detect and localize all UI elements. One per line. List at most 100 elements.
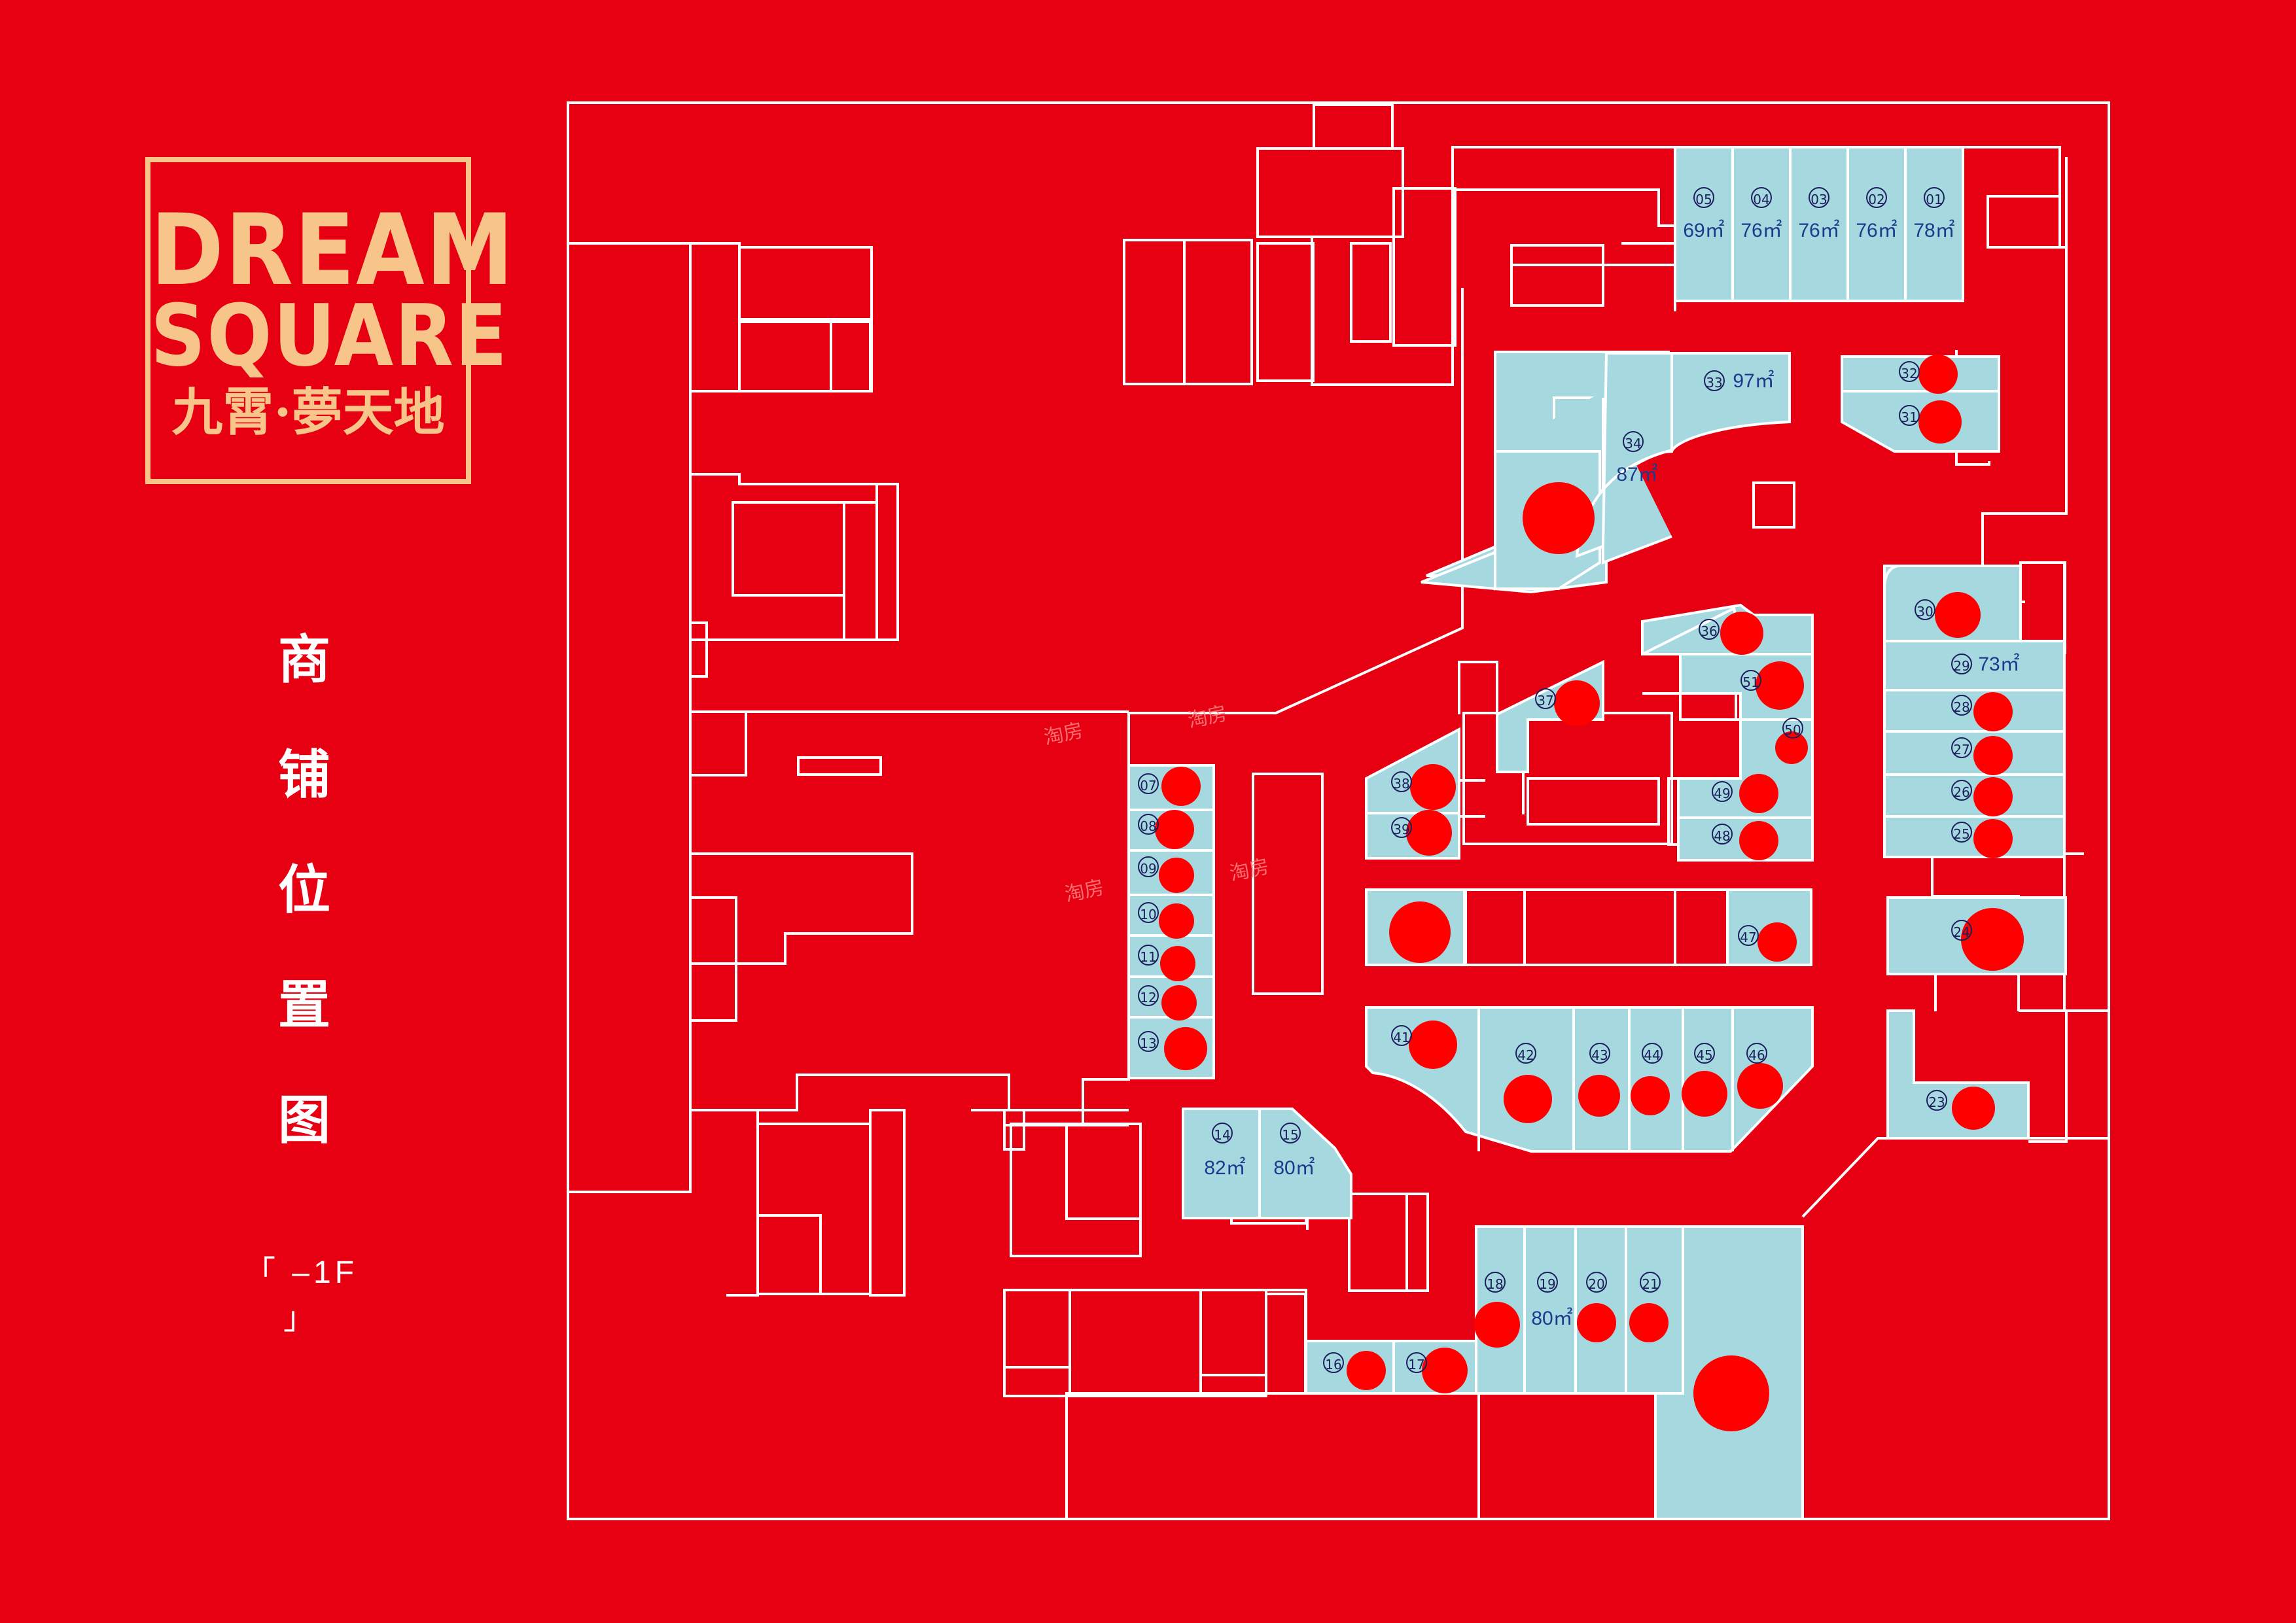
sold-marker: [1757, 922, 1797, 962]
map-title: 商铺位置图: [278, 629, 330, 1151]
sold-marker: [1474, 1302, 1520, 1348]
shop-34-area: [1575, 352, 1673, 559]
sold-marker: [1973, 736, 2013, 775]
sold-marker: [1504, 1075, 1552, 1123]
shop-dividers-48-51: [1678, 653, 1812, 819]
shop-area-33: 97㎡: [1733, 370, 1774, 392]
shop-number-26: 26: [1953, 784, 1969, 800]
shop-number-circle: [1712, 824, 1733, 845]
shop-number-32: 32: [1901, 366, 1917, 381]
shop-number-31: 31: [1901, 410, 1917, 425]
shop-dividers-25-29: [1884, 689, 2064, 818]
shop-number-03: 03: [1810, 192, 1827, 207]
shop-number-19: 19: [1539, 1276, 1555, 1292]
shop-area-15: 80㎡: [1273, 1157, 1315, 1179]
shop-number-circle: [1782, 718, 1803, 739]
shop-number-02: 02: [1868, 192, 1884, 207]
shop-number-13: 13: [1140, 1036, 1156, 1051]
shop-number-circle: [1866, 187, 1887, 208]
sold-marker: [1554, 680, 1600, 726]
brand-logo: DREAM SQUARE 九霄·夢天地: [145, 157, 515, 484]
shop-number-39: 39: [1393, 822, 1409, 837]
shop-number-circle: [1640, 1272, 1661, 1293]
shop-number-49: 49: [1714, 786, 1730, 801]
shop-number-07: 07: [1140, 778, 1156, 794]
shop-number-36: 36: [1701, 623, 1717, 639]
shop-area-29: 73㎡: [1978, 654, 2019, 675]
shop-number-circle: [1740, 670, 1761, 691]
shop-number-25: 25: [1953, 826, 1969, 842]
shop-number-45: 45: [1696, 1047, 1712, 1063]
shop-number-circle: [1809, 187, 1829, 208]
sold-marker: [1961, 908, 2024, 971]
shop-number-23: 23: [1928, 1094, 1945, 1110]
shop-number-circle: [1391, 1025, 1412, 1046]
shop-number-50: 50: [1784, 722, 1801, 738]
sold-marker: [1973, 777, 2013, 816]
shop-number-circle: [1212, 1123, 1233, 1143]
shop-25-29: [1883, 640, 2066, 858]
sold-marker: [1693, 1355, 1769, 1431]
shop-number-24: 24: [1953, 924, 1969, 940]
shop-number-01: 01: [1926, 192, 1942, 207]
shop-number-09: 09: [1140, 861, 1156, 877]
sold-marker: [1155, 810, 1194, 849]
shop-number-29: 29: [1953, 658, 1969, 674]
shop-number-circle: [1391, 817, 1412, 838]
shop-number-circle: [1915, 599, 1935, 620]
shop-number-20: 20: [1588, 1276, 1604, 1292]
shop-number-circle: [1951, 737, 1972, 758]
shop-area-01: 78㎡: [1913, 220, 1954, 241]
shop-labels: 0178㎡0276㎡0376㎡0476㎡0569㎡070809101112131…: [1138, 187, 2020, 1373]
shop-number-circle: [1694, 1043, 1715, 1064]
sold-marker: [1347, 1351, 1386, 1390]
sold-marker: [1973, 692, 2013, 731]
shop-number-circle: [1138, 1031, 1159, 1052]
sold-marker: [1775, 731, 1808, 764]
shop-number-circle: [1537, 1272, 1558, 1293]
shop-number-38: 38: [1393, 776, 1409, 792]
shop-dividers-01-05: [1731, 147, 1907, 301]
shop-dividers-18-21: [1523, 1227, 1627, 1393]
shop-number-circle: [1951, 920, 1972, 941]
shop-number-circle: [1280, 1123, 1301, 1143]
sold-marker: [1160, 946, 1195, 981]
shop-number-circle: [1951, 654, 1972, 674]
shop-number-circle: [1746, 1043, 1767, 1064]
shop-number-circle: [1138, 773, 1159, 794]
shop-number-circle: [1138, 945, 1159, 966]
sold-marker: [1629, 1303, 1669, 1342]
shop-number-17: 17: [1408, 1357, 1424, 1372]
shop-number-circle: [1586, 1272, 1607, 1293]
watermark-text: 淘房: [1227, 855, 1271, 886]
sold-marker: [1756, 661, 1804, 710]
shop-number-16: 16: [1325, 1357, 1341, 1372]
shop-number-42: 42: [1517, 1047, 1534, 1063]
shop-number-30: 30: [1916, 604, 1933, 620]
floor-plan-walls: [567, 101, 2110, 1520]
shop-number-circle: [1951, 780, 1972, 801]
shop-number-circle: [1406, 1352, 1427, 1373]
logo-line-chinese: 九霄·夢天地: [171, 383, 445, 442]
shop-14-15: [1182, 1108, 1352, 1219]
shop-number-circle: [1899, 405, 1920, 426]
shop-dividers-41-46: [1477, 1007, 1734, 1151]
shop-area-14: 82㎡: [1204, 1157, 1245, 1179]
shop-area-19: 80㎡: [1531, 1308, 1572, 1329]
sold-marker: [1935, 592, 1981, 638]
floor-label: 「 –1F 」: [243, 1255, 359, 1336]
shop-number-04: 04: [1753, 192, 1769, 207]
shop-number-circle: [1693, 187, 1714, 208]
logo-line-dream: DREAM: [150, 194, 515, 307]
shop-number-15: 15: [1282, 1127, 1298, 1143]
shop-number-46: 46: [1748, 1047, 1765, 1063]
shop-number-circle: [1738, 925, 1759, 946]
shop-area-02: 76㎡: [1856, 220, 1897, 241]
shop-number-circle: [1699, 619, 1720, 640]
sold-marker: [1631, 1076, 1670, 1115]
sold-marker: [1737, 1063, 1783, 1109]
shop-number-28: 28: [1953, 699, 1969, 715]
shop-number-21: 21: [1642, 1276, 1658, 1292]
sold-marker: [1409, 1021, 1457, 1069]
shop-number-51: 51: [1742, 674, 1759, 690]
